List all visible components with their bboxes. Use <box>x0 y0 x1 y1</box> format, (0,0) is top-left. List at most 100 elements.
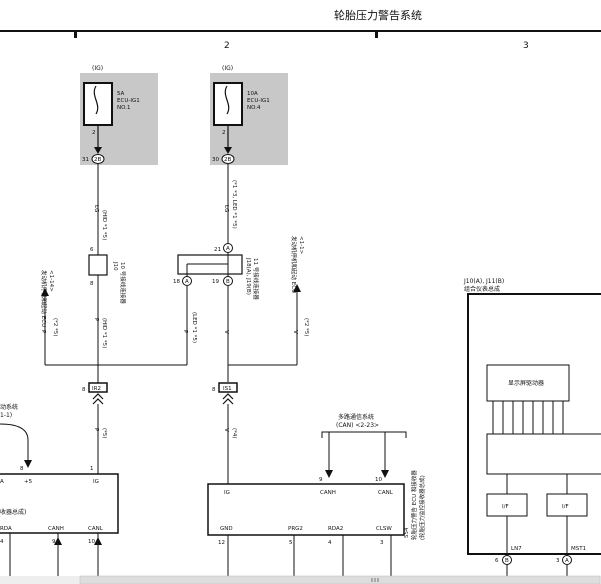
arrow-down-icon <box>325 470 333 478</box>
svg-text:(*2 *5): (*2 *5) <box>303 318 309 337</box>
chevron-up-icon <box>92 393 104 405</box>
meter-cpu-box <box>486 433 601 475</box>
fuse-ecu-ig1-no1: (IG) 5A ECU-IG1 NO.1 2 <box>80 65 158 165</box>
svg-text:IG: IG <box>93 479 99 485</box>
svg-text:CANL: CANL <box>88 526 104 532</box>
svg-text:21: 21 <box>214 247 221 253</box>
svg-text:MST1: MST1 <box>571 546 586 552</box>
mux-title: 多路通信系统 <box>338 413 374 421</box>
fuse-name: ECU-IG1 <box>247 98 270 104</box>
left-ecu-label: 发动机停机和起动 ECU <box>40 270 48 327</box>
header-tick <box>375 31 378 38</box>
svg-text:A: A <box>0 479 4 485</box>
svg-text:B: B <box>505 558 509 564</box>
svg-text:I/F: I/F <box>562 504 569 510</box>
svg-text:CANH: CANH <box>48 526 64 532</box>
svg-text:8: 8 <box>82 387 86 393</box>
svg-text:P: P <box>40 330 46 334</box>
column-number-3: 3 <box>523 41 529 51</box>
header-tick <box>74 31 77 38</box>
svg-text:10: 10 <box>88 539 95 545</box>
svg-text:P: P <box>93 428 99 432</box>
svg-text:IG: IG <box>224 490 230 496</box>
arrow-up-icon <box>94 537 102 545</box>
svg-text:A: A <box>185 279 189 285</box>
svg-text:V: V <box>223 330 229 334</box>
svg-text:8: 8 <box>20 466 24 472</box>
svg-text:IR2: IR2 <box>92 386 101 392</box>
scrollbar-thumb[interactable] <box>79 575 601 584</box>
svg-text:6: 6 <box>495 558 499 564</box>
svg-text:(*1 *3, LED *1 *5): (*1 *3, LED *1 *5) <box>231 180 237 229</box>
svg-text:(LED *1 *5): (LED *1 *5) <box>191 312 197 343</box>
connector-pin-number: 31 <box>82 157 89 163</box>
driver-bus-lines <box>492 401 564 434</box>
svg-text:12: 12 <box>218 540 225 546</box>
fuse-power-label: (IG) <box>92 65 103 72</box>
svg-text:P: P <box>93 318 99 322</box>
column-number-2: 2 <box>224 41 230 51</box>
svg-text:2B: 2B <box>94 157 101 163</box>
svg-text:(*2 *5): (*2 *5) <box>52 318 58 337</box>
svg-text:PRG2: PRG2 <box>288 526 303 532</box>
svg-text:(HID *1 *5): (HID *1 *5) <box>101 318 107 348</box>
svg-text:CANH: CANH <box>320 490 336 496</box>
svg-text:CANL: CANL <box>378 490 394 496</box>
svg-text:LN7: LN7 <box>511 546 522 552</box>
svg-text:GND: GND <box>220 526 233 532</box>
svg-text:V: V <box>223 428 229 432</box>
connector-name-label: 10 号接线连接器 <box>119 262 127 304</box>
svg-text:V: V <box>292 330 298 334</box>
svg-text:LG: LG <box>223 205 229 212</box>
fuse-pin: 2 <box>222 130 226 136</box>
svg-text:S54: S54 <box>404 527 410 538</box>
chevron-up-icon <box>222 393 234 405</box>
fuse-power-label: (IG) <box>222 65 233 72</box>
connector-pin-a <box>182 276 192 286</box>
connector-pin-b <box>223 276 233 286</box>
svg-text:B: B <box>226 279 230 285</box>
svg-text:3: 3 <box>380 540 384 546</box>
svg-text:4: 4 <box>328 540 332 546</box>
svg-text:+5: +5 <box>24 479 33 485</box>
svg-text:19: 19 <box>212 279 219 285</box>
fuse-number: NO.1 <box>117 105 130 111</box>
tpms-receiver-box <box>207 483 405 536</box>
svg-text:1: 1 <box>90 466 94 472</box>
svg-text:<1-14>: <1-14> <box>48 270 54 292</box>
left-receiver-box <box>0 473 119 534</box>
svg-text:A: A <box>565 558 569 564</box>
fuse-name: ECU-IG1 <box>117 98 140 104</box>
svg-text:显示屏驱动器: 显示屏驱动器 <box>508 380 544 387</box>
svg-text:(*4): (*4) <box>231 428 237 439</box>
arrow-down-icon <box>94 147 102 154</box>
mux-ref: (CAN) <2-23> <box>336 422 379 429</box>
receiver-name-label: 轮胎压力警告 ECU 和接收器 <box>410 470 418 540</box>
right-ecu-label: 发动机停机和起动 ECU <box>290 236 298 293</box>
fuse-rating: 10A <box>247 91 258 97</box>
arrow-up-icon <box>54 537 62 545</box>
svg-text:9: 9 <box>319 477 323 483</box>
connector-code-label: J18(A), J19(B) <box>245 257 251 295</box>
svg-text:RDA: RDA <box>0 526 12 532</box>
display-driver-box <box>486 364 570 402</box>
svg-text:6: 6 <box>90 247 94 253</box>
wire-variant-label: (HID *1 *5) <box>101 210 107 240</box>
meter-pin-b <box>502 555 512 565</box>
svg-text:IS1: IS1 <box>223 386 232 392</box>
connector-2b <box>221 154 235 164</box>
svg-text:5: 5 <box>289 540 293 546</box>
svg-text:1-1): 1-1) <box>0 412 12 419</box>
connector-pin-number: 30 <box>212 157 219 163</box>
svg-text:CLSW: CLSW <box>376 526 392 532</box>
meter-pin-a <box>562 555 572 565</box>
svg-text:RDA2: RDA2 <box>328 526 343 532</box>
svg-text:3: 3 <box>556 558 560 564</box>
fuse-rating: 5A <box>117 91 124 97</box>
svg-text:9: 9 <box>52 539 56 545</box>
arrow-down-icon <box>24 460 32 468</box>
svg-text:<1-1>: <1-1> <box>298 236 304 255</box>
svg-text:10: 10 <box>375 477 382 483</box>
fuse-symbol-icon <box>224 85 230 115</box>
